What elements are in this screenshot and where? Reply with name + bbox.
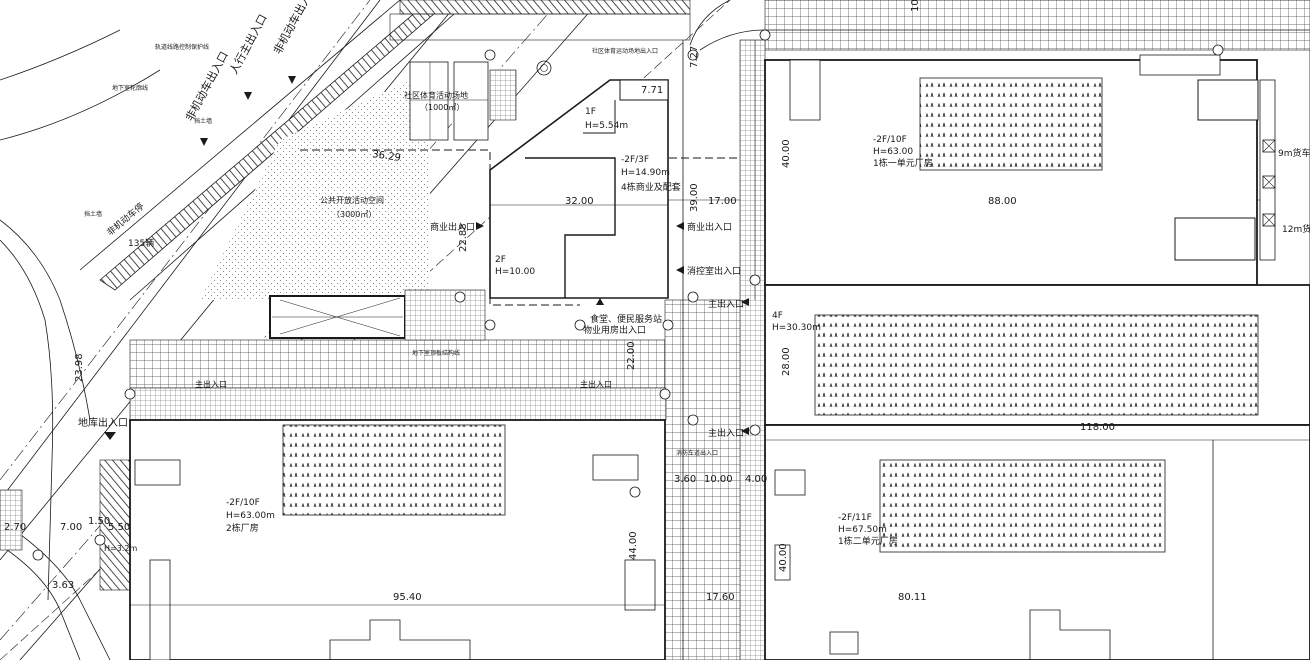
sports-entrance: 社区体育运动场地出入口: [592, 47, 658, 55]
dim-22-00: 22.00: [626, 341, 637, 370]
b4-1f-floors: 1F: [585, 107, 596, 117]
b4-height: H=14.90m: [621, 168, 670, 178]
retaining-wall-1: 挡土墙: [194, 117, 212, 125]
convenience-entrance-2: 物业用房出入口: [583, 324, 646, 336]
misc-labels: 轨道线路控制保护线 地下室轮廓线 挡土墙 挡土墙 地下室顶板结构线 9m货车 1…: [84, 43, 1310, 357]
dim-40-00-b: 40.00: [778, 543, 789, 572]
truck-bay-label-2: 12m货: [1282, 223, 1310, 235]
convenience-entrance-1: 食堂、便民服务站: [590, 313, 662, 325]
b1u2-floors: -2F/11F: [838, 513, 872, 523]
dim-top: 10.0: [910, 0, 921, 12]
sports-field: [409, 60, 552, 141]
public-space-name: 公共开放活动空间: [320, 195, 384, 205]
main-entrance-2: 主出入口: [708, 427, 744, 439]
dim-7-71: 7.71: [641, 85, 663, 96]
dim-88-00: 88.00: [988, 196, 1017, 207]
dim-17-60: 17.60: [706, 592, 735, 603]
rail-protect-label: 轨道线路控制保护线: [155, 43, 209, 51]
commercial-entrance-right: 商业出入口: [687, 221, 732, 233]
basement-entrance: 地库出入口: [78, 416, 128, 429]
nonmotor-parking-count: 135辆: [128, 237, 154, 249]
b4-1f-height: H=5.54m: [585, 121, 628, 131]
sports-field-name: 社区体育活动场地: [404, 90, 468, 100]
main-entrance-4: 主出入口: [580, 379, 612, 389]
b1-height: H=63.00: [873, 147, 913, 157]
b1u2-height: H=67.50m: [838, 525, 887, 535]
podium-height: H=30.30m: [772, 323, 821, 333]
dim-7-27: 7.27: [689, 46, 700, 68]
top-fence: [399, 0, 691, 15]
main-entrance-1: 主出入口: [708, 298, 744, 310]
commercial-entrance-left: 商业出入口: [430, 221, 475, 233]
dim-10-00: 10.00: [704, 474, 733, 485]
b1-floors: -2F/10F: [873, 135, 907, 145]
podium-floors: 4F: [772, 311, 783, 321]
dim-23-98: 23.98: [74, 353, 85, 382]
fire-control-entrance: 消控室出入口: [687, 265, 741, 277]
dim-17-00: 17.00: [708, 196, 737, 207]
dim-39-00: 39.00: [689, 183, 700, 212]
entrance-arrows: [104, 76, 749, 440]
structure-line-label: 地下室顶板结构线: [412, 349, 460, 357]
b4-2f-floors: 2F: [495, 255, 506, 265]
dim-44-00: 44.00: [628, 531, 639, 560]
b4-name: 4栋商业及配套: [621, 181, 681, 193]
pavilion-height: H=3.2m: [104, 544, 137, 553]
dim-118-00: 118.00: [1080, 422, 1115, 433]
nonmotor-entrance-1: 非机动车出入口: [270, 0, 319, 56]
truck-bay-label: 9m货车: [1278, 147, 1310, 159]
b2-floors: -2F/10F: [226, 498, 260, 508]
dim-40-00-a: 40.00: [781, 139, 792, 168]
public-space-area: （3000㎡）: [332, 210, 376, 219]
underground-line-label: 地下室轮廓线: [112, 84, 148, 92]
axis-markers: [32, 29, 1224, 561]
b1-name: 1栋一单元厂房: [873, 157, 933, 169]
b2-name: 2栋厂房: [226, 522, 259, 534]
top-road: [389, 13, 691, 41]
dim-22-88: 22.88: [458, 223, 469, 252]
dim-3-60: 3.60: [674, 474, 696, 485]
dim-4-00: 4.00: [745, 474, 767, 485]
ramp: [269, 289, 486, 341]
dim-3-63: 3.63: [52, 580, 74, 591]
dim-5-50: 5.50: [108, 522, 130, 533]
building-labels: -2F/10F H=63.00 1栋一单元厂房 -2F/11F H=67.50m…: [104, 107, 933, 553]
dim-1-50: 1.50: [88, 516, 110, 527]
dim-80-11: 80.11: [898, 592, 927, 603]
dim-7-00: 7.00: [60, 522, 82, 533]
dim-2-70: 2.70: [4, 522, 26, 533]
sports-field-area: （1000㎡）: [420, 103, 464, 112]
dim-32-00: 32.00: [565, 196, 594, 207]
nonmotor-entrance-2: 非机动车出入口: [182, 49, 231, 124]
b1u2-name: 1栋二单元厂房: [838, 535, 898, 547]
dim-28-00: 28.00: [781, 347, 792, 376]
garage-entrance: 消防车道出入口: [676, 449, 718, 457]
dim-36-29: 36.29: [372, 149, 402, 164]
main-entrance-3: 主出入口: [195, 379, 227, 389]
building-2: [129, 419, 666, 660]
retaining-wall-2: 挡土墙: [84, 210, 102, 218]
dim-95-40: 95.40: [393, 592, 422, 603]
dimension-labels: 36.29 7.71 7.27 32.00 39.00 17.00 22.88 …: [4, 0, 1115, 603]
public-space-shade: [200, 80, 430, 300]
b4-2f-height: H=10.00: [495, 267, 535, 277]
building-1: [764, 54, 1310, 660]
b2-height: H=63.00m: [226, 511, 275, 521]
pedestrian-main-entrance: 人行主出入口: [226, 12, 269, 77]
b4-floors: -2F/3F: [621, 155, 649, 165]
